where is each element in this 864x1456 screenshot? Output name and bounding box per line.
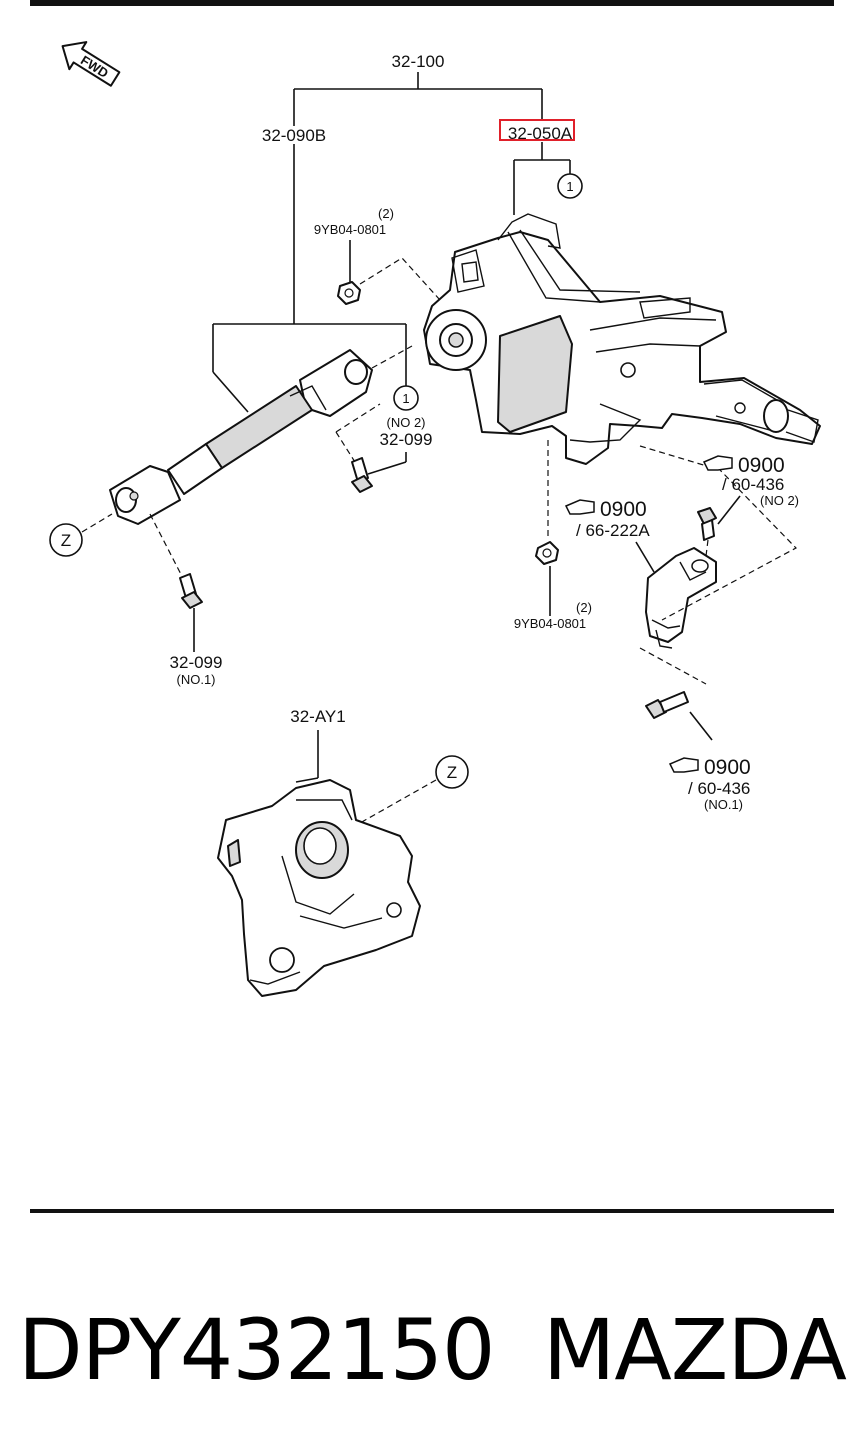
fwd-arrow-icon: FWD [61,41,121,87]
ref-circle-1-shaft: 1 [393,385,419,411]
z-marker-right: Z [435,755,469,789]
svg-text:1: 1 [402,391,409,406]
label-cover: 32-AY1 [290,707,345,726]
bolt-bottom [645,691,689,719]
label-bolt-bottom-sub: / 60-436 [688,779,750,798]
bolt-upper [351,457,373,493]
hand-icon-bracket [564,499,595,515]
label-nut-upper-qty: (2) [378,206,394,221]
footer: DPY432150 MAZDA [0,1290,864,1410]
label-32-100: 32-100 [392,52,445,71]
label-bolt-bottom-ref: 0900 [704,756,751,779]
label-bracket-sub: / 66-222A [576,521,650,540]
label-bolt-right-no: (NO 2) [760,493,799,508]
nut-upper [337,281,361,305]
intermediate-shaft [109,349,373,525]
label-32-050a: 32-050A [508,124,573,143]
label-nut-lower: 9YB04-0801 [514,616,586,631]
label-bolt-right-sub: / 60-436 [722,475,784,494]
label-bolt-bottom-no: (NO.1) [704,797,743,812]
assembly-leader [212,72,571,413]
bolt-lower [179,573,203,609]
bottom-rule [30,1209,834,1213]
label-nut-upper: 9YB04-0801 [314,222,386,237]
label-bracket-ref: 0900 [600,498,647,521]
svg-text:Z: Z [447,763,457,782]
svg-text:1: 1 [566,179,573,194]
z-marker-left: Z [49,523,83,557]
bolt-right [697,507,717,541]
label-32-090b: 32-090B [262,126,326,145]
label-nut-lower-qty: (2) [576,600,592,615]
steering-column-cover [217,779,421,997]
label-no2-shaft: (NO 2) [387,415,426,430]
part-number: DPY432150 [18,1301,495,1399]
hand-icon-bolt-right [702,455,733,471]
nut-lower [535,541,559,565]
hand-icon-bolt-bottom [668,757,699,773]
highlight-box [499,119,575,141]
brand-name: MAZDA [542,1301,847,1399]
label-bolt-lower: 32-099 [170,653,223,672]
label-bolt-right-ref: 0900 [738,454,785,477]
label-bolt-lower-no: (NO.1) [177,672,216,687]
steering-column [423,213,821,465]
svg-text:Z: Z [61,531,71,550]
mounting-bracket [645,547,717,649]
top-rule [30,0,834,6]
ref-circle-1-top: 1 [557,173,583,199]
label-bolt-upper: 32-099 [380,430,433,449]
